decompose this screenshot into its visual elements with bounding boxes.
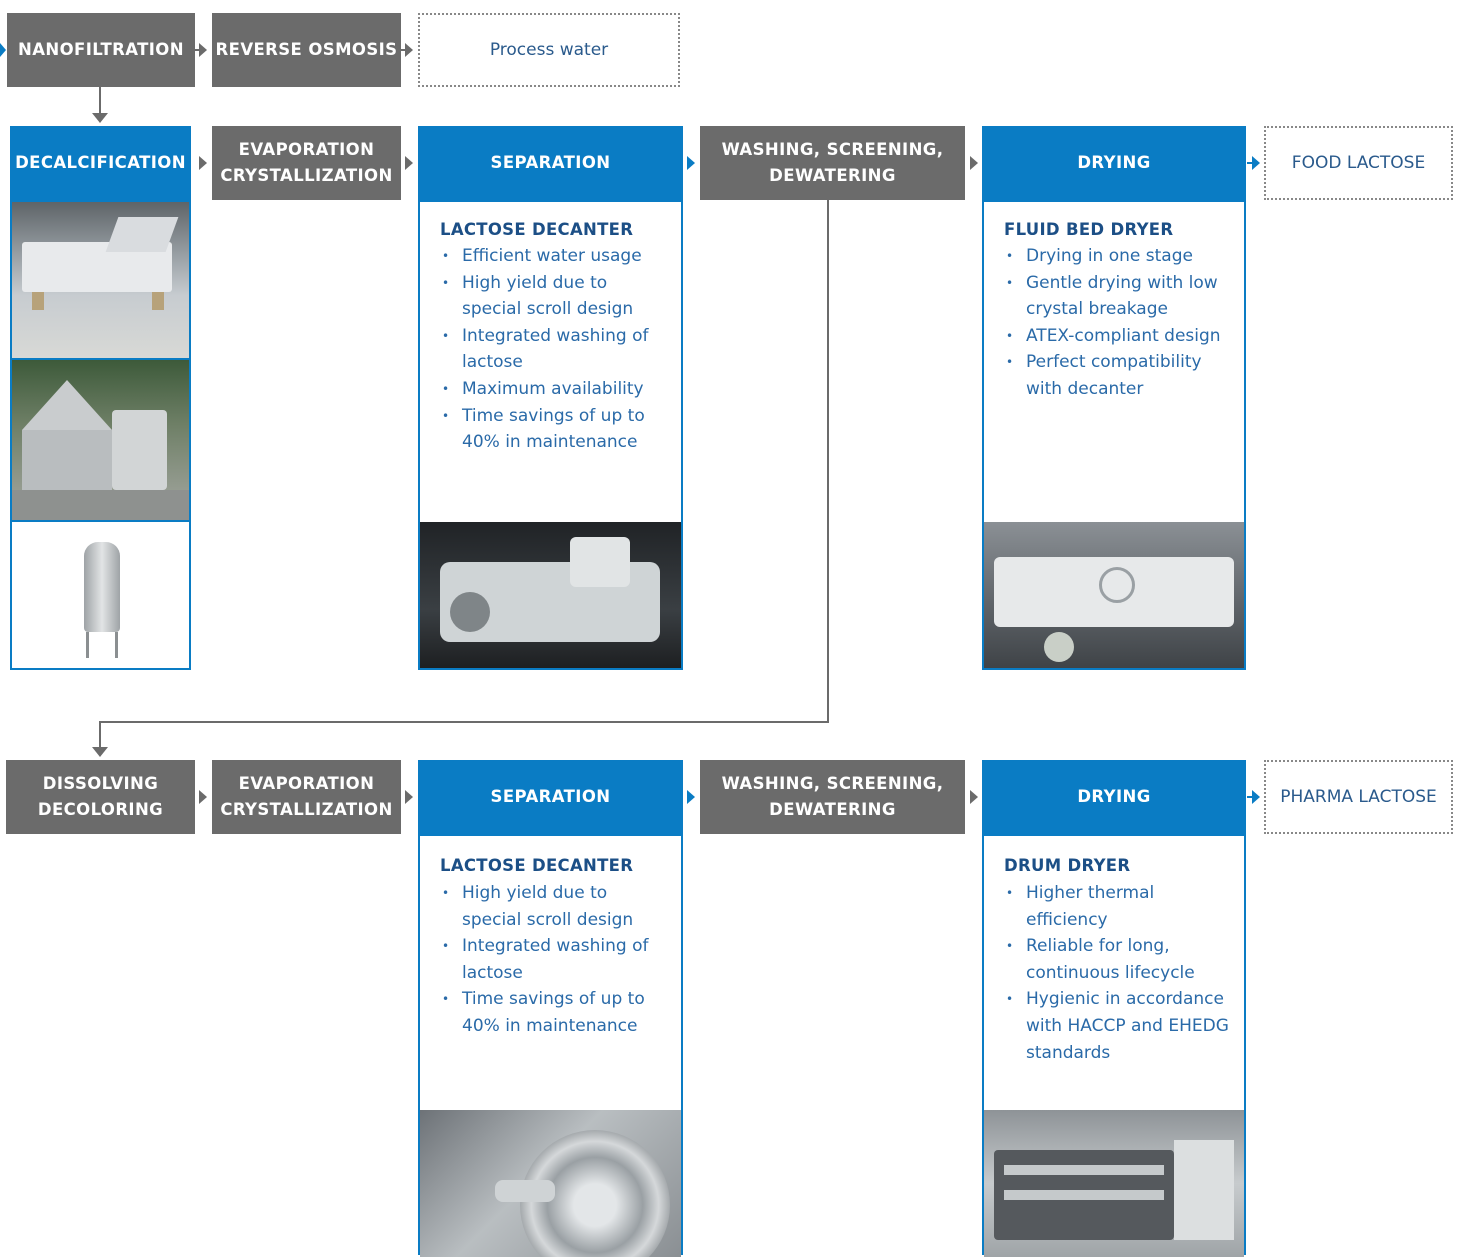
- feature-list: High yield due to special scroll design …: [440, 880, 671, 1040]
- step-label: NANOFILTRATION: [18, 40, 184, 59]
- card-title: LACTOSE DECANTER: [440, 856, 634, 875]
- feature-item: ATEX-compliant design: [1004, 323, 1234, 350]
- feature-item: Time savings of up to 40% in maintenance: [440, 403, 671, 456]
- decalcification-step: DECALCIFICATION: [10, 126, 191, 200]
- decalcification-photos: [10, 200, 191, 670]
- drum-dryer-card: DRUM DRYER Higher thermal efficiency Rel…: [982, 834, 1246, 1257]
- separation-step: SEPARATION: [418, 126, 683, 200]
- arrow-icon: [1252, 156, 1260, 170]
- step-label: DRYING: [1077, 787, 1151, 806]
- arrow-icon: [405, 790, 413, 804]
- step-label-line2: CRYSTALLIZATION: [220, 166, 393, 185]
- card-title: LACTOSE DECANTER: [440, 220, 634, 239]
- step-label: DRYING: [1077, 153, 1151, 172]
- feature-item: Integrated washing of lactose: [440, 323, 671, 376]
- feature-item: Time savings of up to 40% in maintenance: [440, 986, 671, 1039]
- arrow-icon: [199, 790, 207, 804]
- tank-photo: [12, 522, 189, 668]
- feature-item: High yield due to special scroll design: [440, 270, 671, 323]
- arrow-icon: [687, 156, 695, 170]
- feature-item: Gentle drying with low crystal breakage: [1004, 270, 1234, 323]
- process-water-output: Process water: [418, 13, 680, 87]
- step-label-line1: DISSOLVING: [42, 774, 159, 793]
- feature-list: Drying in one stage Gentle drying with l…: [1004, 243, 1234, 403]
- step-label-line1: WASHING, SCREENING,: [721, 774, 944, 793]
- arrow-icon: [1252, 790, 1260, 804]
- pharma-lactose-output: PHARMA LACTOSE: [1264, 760, 1453, 834]
- drying-step: DRYING: [982, 126, 1246, 200]
- evaporation-crystallization-step: EVAPORATION CRYSTALLIZATION: [212, 126, 401, 200]
- lactose-decanter-card: LACTOSE DECANTER Efficient water usage H…: [418, 200, 683, 670]
- step-label: SEPARATION: [490, 787, 611, 806]
- fluid-bed-dryer-card: FLUID BED DRYER Drying in one stage Gent…: [982, 200, 1246, 670]
- reverse-osmosis-step: REVERSE OSMOSIS: [212, 13, 401, 87]
- food-lactose-output: FOOD LACTOSE: [1264, 126, 1453, 200]
- decanter-detail-photo: [420, 1110, 681, 1257]
- nanofiltration-step: NANOFILTRATION: [7, 13, 195, 87]
- decanter-photo: [420, 522, 681, 668]
- entry-arrow-icon: [0, 43, 6, 57]
- lactose-decanter-card: LACTOSE DECANTER High yield due to speci…: [418, 834, 683, 1257]
- feature-item: Maximum availability: [440, 376, 671, 403]
- arrow-icon: [405, 156, 413, 170]
- card-title: FLUID BED DRYER: [1004, 220, 1174, 239]
- output-label: Process water: [489, 40, 609, 60]
- dryer-photo: [984, 522, 1244, 668]
- step-label-line2: DEWATERING: [769, 800, 896, 819]
- feature-item: Hygienic in accordance with HACCP and EH…: [1004, 986, 1234, 1066]
- drying-step: DRYING: [982, 760, 1246, 834]
- arrow-icon: [687, 790, 695, 804]
- output-label: FOOD LACTOSE: [1291, 153, 1426, 173]
- card-title: DRUM DRYER: [1004, 856, 1131, 875]
- washing-screening-dewatering-step: WASHING, SCREENING, DEWATERING: [700, 126, 965, 200]
- dissolving-decoloring-step: DISSOLVING DECOLORING: [6, 760, 195, 834]
- washing-screening-dewatering-step: WASHING, SCREENING, DEWATERING: [700, 760, 965, 834]
- feature-item: Integrated washing of lactose: [440, 933, 671, 986]
- feature-item: Drying in one stage: [1004, 243, 1234, 270]
- arrow-icon: [970, 156, 978, 170]
- arrow-icon: [199, 43, 207, 57]
- separator-photo: [12, 360, 189, 520]
- step-label-line2: CRYSTALLIZATION: [220, 800, 393, 819]
- equipment-photo: [12, 202, 189, 358]
- feature-list: Efficient water usage High yield due to …: [440, 243, 671, 456]
- feature-list: Higher thermal efficiency Reliable for l…: [1004, 880, 1234, 1066]
- feature-item: Efficient water usage: [440, 243, 671, 270]
- step-label-line2: DECOLORING: [37, 800, 164, 819]
- feature-item: Higher thermal efficiency: [1004, 880, 1234, 933]
- step-label-line1: WASHING, SCREENING,: [721, 140, 944, 159]
- step-label: SEPARATION: [490, 153, 611, 172]
- evaporation-crystallization-step: EVAPORATION CRYSTALLIZATION: [212, 760, 401, 834]
- step-label-line1: EVAPORATION: [238, 774, 375, 793]
- arrow-icon: [970, 790, 978, 804]
- separation-step: SEPARATION: [418, 760, 683, 834]
- feature-item: Perfect compatibility with decanter: [1004, 349, 1234, 402]
- feature-item: Reliable for long, continuous lifecycle: [1004, 933, 1234, 986]
- step-label: DECALCIFICATION: [15, 153, 186, 172]
- output-label: PHARMA LACTOSE: [1280, 787, 1437, 807]
- step-label-line1: EVAPORATION: [238, 140, 375, 159]
- step-label-line2: DEWATERING: [769, 166, 896, 185]
- drum-dryer-photo: [984, 1110, 1244, 1257]
- step-label: REVERSE OSMOSIS: [215, 40, 398, 59]
- arrow-down-icon: [92, 113, 108, 123]
- arrow-down-icon: [92, 747, 108, 757]
- arrow-icon: [199, 156, 207, 170]
- arrow-icon: [405, 43, 413, 57]
- feature-item: High yield due to special scroll design: [440, 880, 671, 933]
